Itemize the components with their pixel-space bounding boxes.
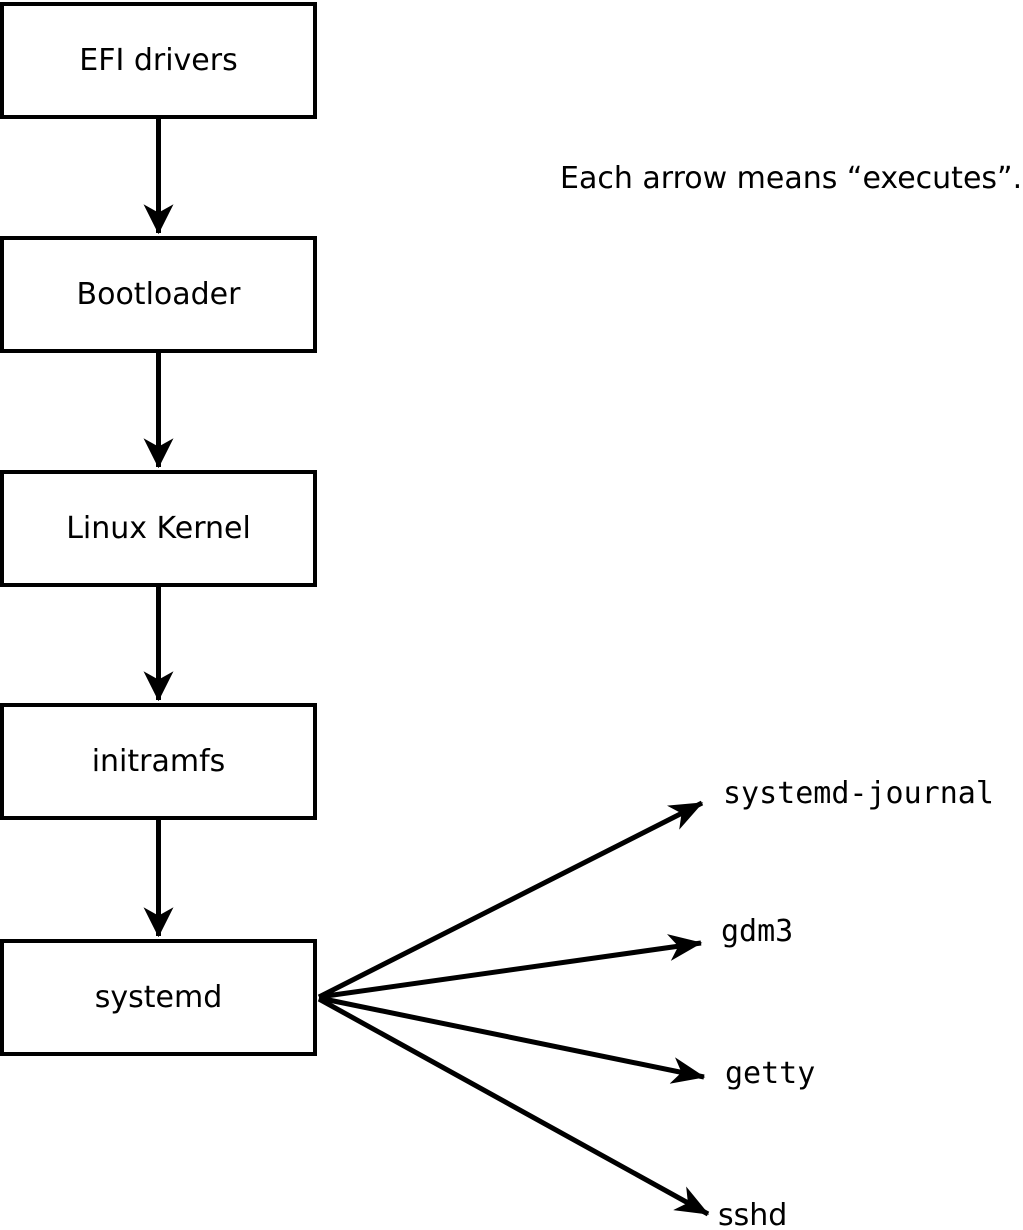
branch-label-gdm3: gdm3 (721, 914, 794, 949)
arrow-systemd-to-getty (318, 995, 706, 1084)
arrow-systemd-to-sshd (317, 996, 710, 1217)
node-systemd: systemd (0, 939, 317, 1056)
node-bootloader: Bootloader (0, 236, 317, 353)
arrow-systemd-to-systemd-journal (317, 800, 704, 1000)
arrow-systemd-to-gdm3 (318, 934, 703, 1000)
node-label: EFI drivers (79, 43, 238, 78)
node-label: Linux Kernel (66, 511, 251, 546)
arrow-meaning-caption: Each arrow means “executes”. (560, 161, 1023, 196)
node-label: systemd (94, 980, 223, 1015)
node-label: initramfs (91, 744, 226, 779)
branch-label-getty: getty (725, 1056, 816, 1091)
node-initramfs: initramfs (0, 703, 317, 820)
branch-label-systemd-journal: systemd-journal (723, 776, 994, 811)
node-efi-drivers: EFI drivers (0, 2, 317, 119)
node-linux-kernel: Linux Kernel (0, 470, 317, 587)
branch-label-sshd: sshd (718, 1198, 788, 1230)
node-label: Bootloader (76, 277, 241, 312)
